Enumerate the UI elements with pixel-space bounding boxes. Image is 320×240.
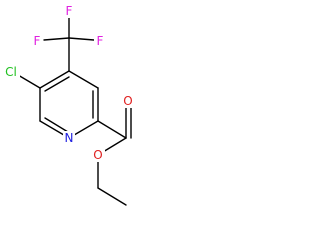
bond-n-c6-inner	[44, 117, 69, 133]
bond-c4-c3	[68, 70, 99, 89]
atom-f-right: F	[94, 34, 106, 48]
atom-n-label: N	[65, 131, 74, 145]
bond-cf3-f-right	[68, 37, 95, 41]
atom-f-left: F	[31, 34, 43, 48]
atom-n: N	[63, 131, 75, 145]
atom-f-top-label: F	[66, 4, 73, 18]
bond-layer	[17, 13, 132, 206]
bond-ch2-ch3	[97, 187, 127, 206]
atom-f-top: F	[63, 4, 75, 18]
atom-f-left-label: F	[34, 34, 41, 48]
atom-label-layer: F F F Cl N O O	[2, 4, 135, 162]
atom-o-ester-label: O	[93, 148, 102, 162]
bond-c2-carbonyl	[97, 120, 127, 139]
atom-o-ester: O	[92, 148, 105, 162]
atom-cl: Cl	[2, 65, 20, 79]
bond-c5-cl	[17, 74, 41, 89]
bond-c5-c4-inner	[44, 76, 70, 92]
chemical-structure-diagram: F F F Cl N O O	[2, 4, 135, 206]
bond-c5-c4	[39, 70, 70, 89]
atom-o-carbonyl-label: O	[123, 94, 132, 108]
bond-cf3-f-left	[43, 37, 70, 41]
atom-o-carbonyl: O	[122, 94, 135, 108]
atom-cl-label: Cl	[5, 65, 17, 79]
atom-f-right-label: F	[97, 34, 104, 48]
